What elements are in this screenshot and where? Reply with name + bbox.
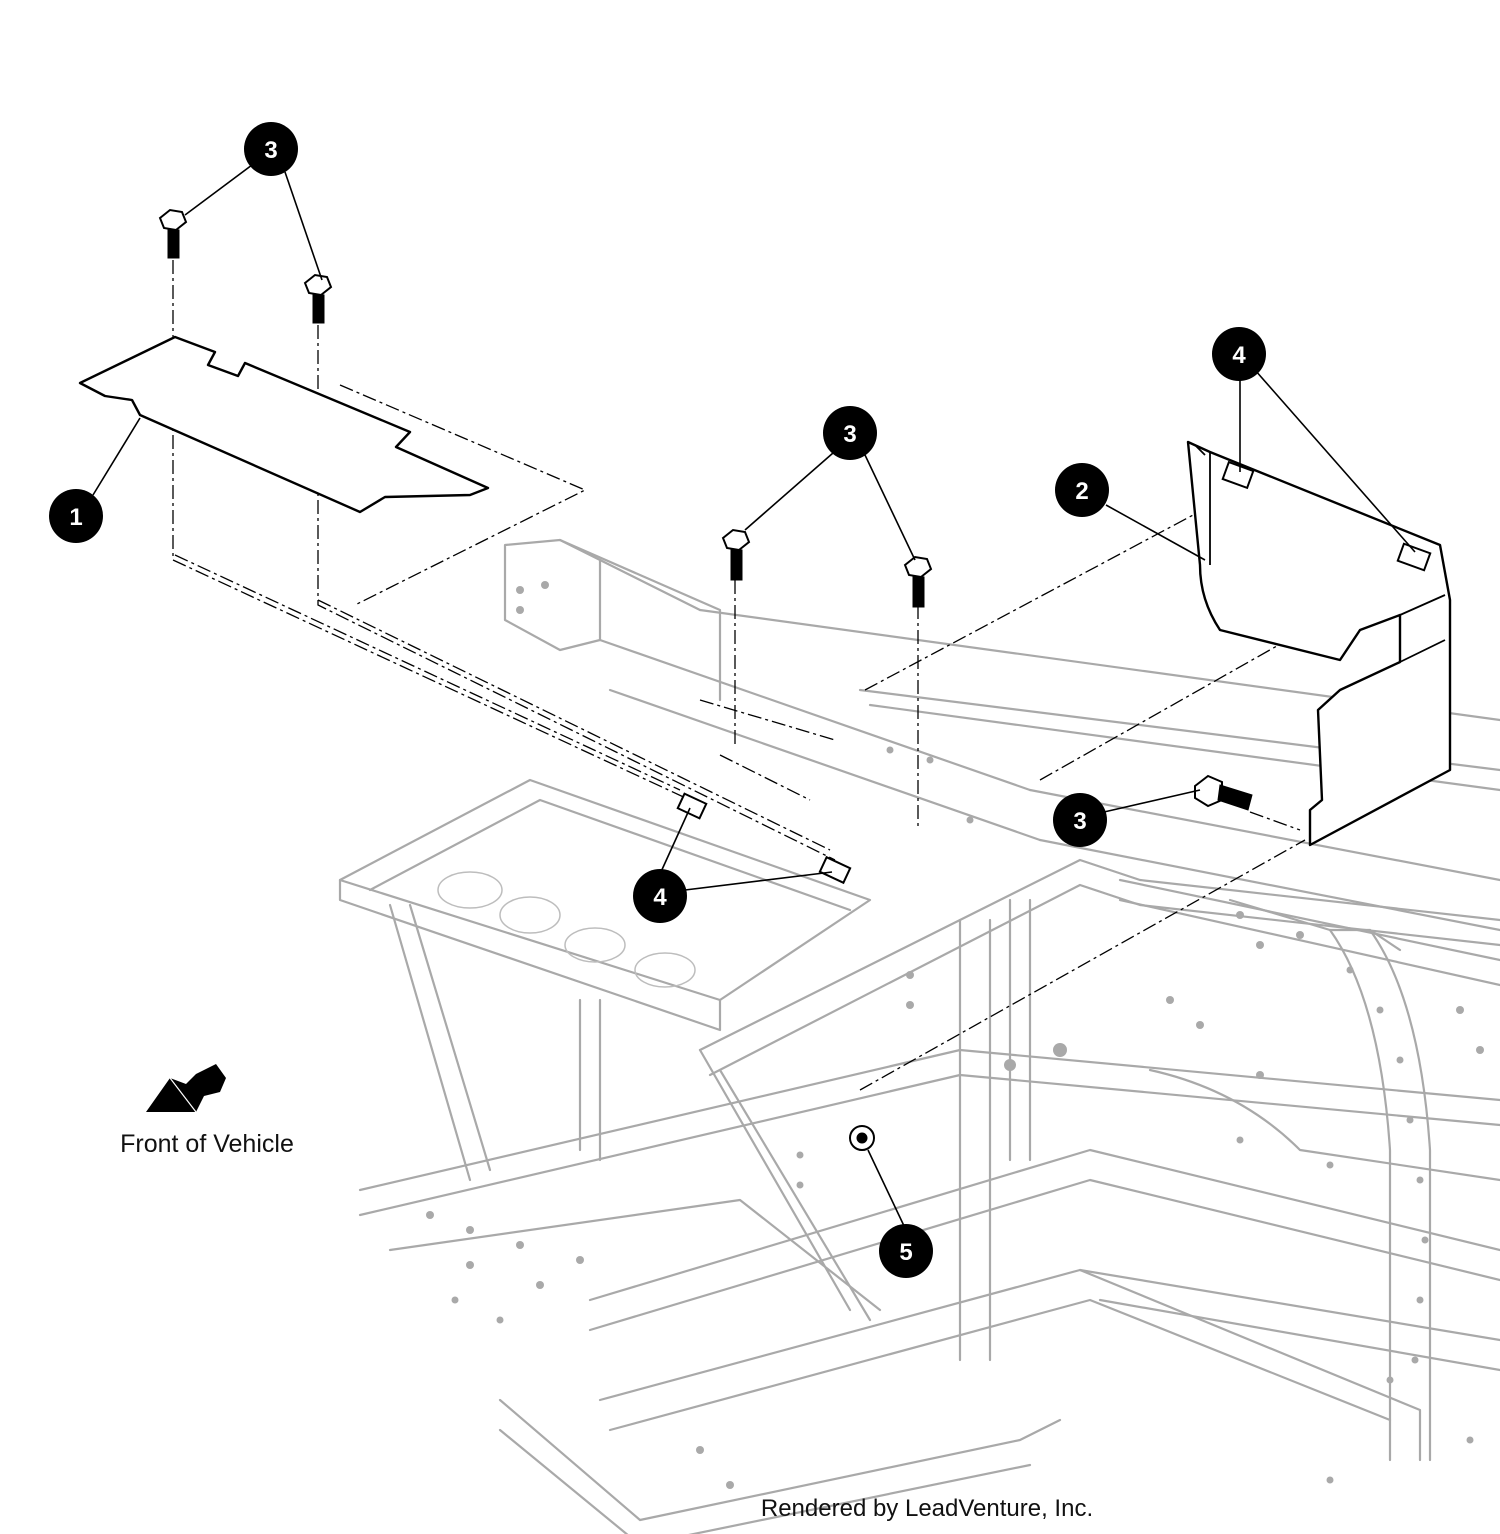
- bolt[interactable]: [303, 273, 333, 324]
- bolt[interactable]: [1194, 774, 1253, 811]
- svg-text:3: 3: [843, 421, 856, 448]
- callout-2: 2: [1055, 463, 1109, 517]
- front-direction-arrow-icon: [146, 1064, 226, 1113]
- svg-text:3: 3: [264, 137, 277, 164]
- svg-text:3: 3: [1073, 808, 1086, 835]
- render-credit: Rendered by LeadVenture, Inc.: [761, 1495, 1093, 1522]
- vehicle-frame: [338, 538, 1500, 1534]
- svg-text:1: 1: [69, 504, 82, 531]
- callout-4-center: 4: [633, 869, 687, 923]
- callout-5: 5: [879, 1224, 933, 1278]
- heat-shield-part-2[interactable]: [1186, 440, 1452, 847]
- svg-text:2: 2: [1075, 478, 1088, 505]
- svg-text:5: 5: [899, 1239, 912, 1266]
- svg-text:4: 4: [653, 884, 667, 911]
- bolt-hardware[interactable]: [158, 208, 1253, 811]
- floor-plate-part-1[interactable]: [78, 335, 490, 514]
- callout-3-top-left: 3: [244, 122, 298, 176]
- front-of-vehicle-label: Front of Vehicle: [120, 1130, 294, 1158]
- callout-4-top-right: 4: [1212, 327, 1266, 381]
- callout-leaders: [92, 161, 1416, 1229]
- callout-3-center: 3: [823, 406, 877, 460]
- assembly-centerlines: [172, 260, 1421, 1091]
- bolt[interactable]: [721, 528, 751, 581]
- callout-3-right: 3: [1053, 793, 1107, 847]
- clip-nut-hardware[interactable]: [676, 792, 875, 1151]
- bolt[interactable]: [158, 208, 188, 259]
- bolt[interactable]: [903, 555, 933, 608]
- callout-1: 1: [49, 489, 103, 543]
- svg-text:4: 4: [1232, 342, 1246, 369]
